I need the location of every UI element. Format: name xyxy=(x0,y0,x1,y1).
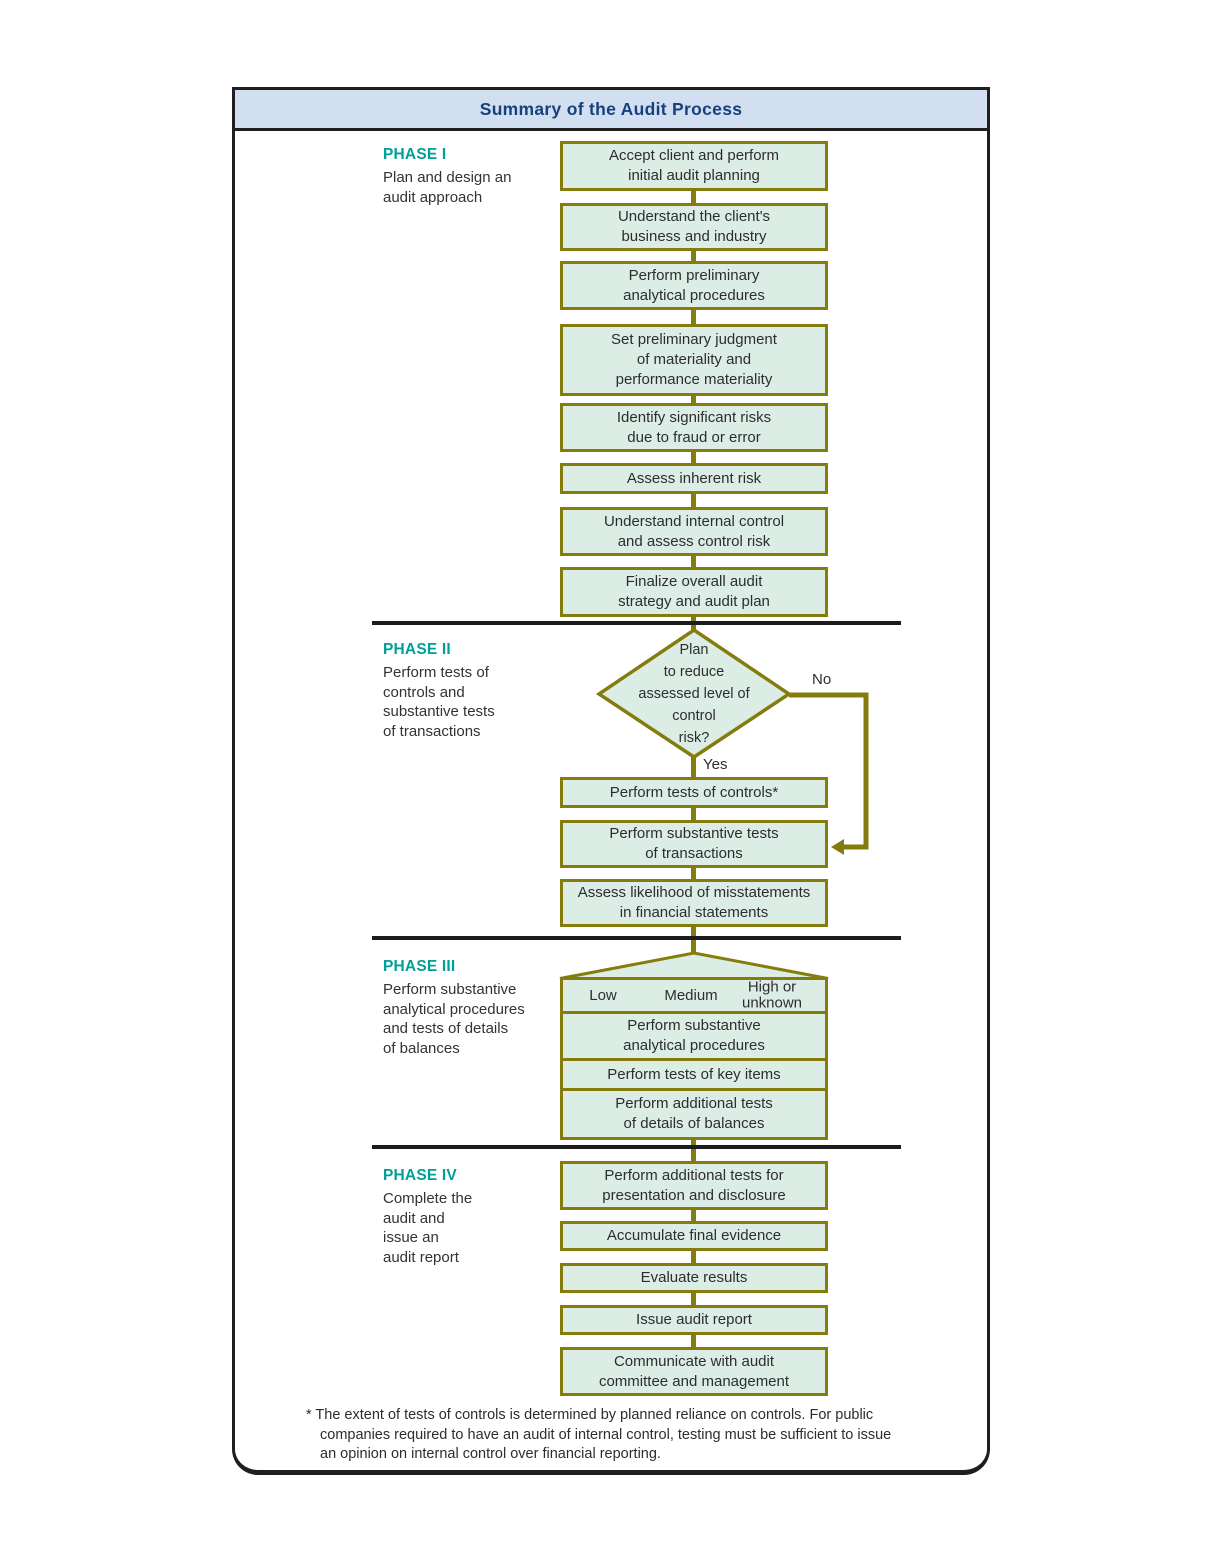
step-accept-client: Accept client and perform initial audit … xyxy=(560,141,828,191)
step-understand-internal-control: Understand internal control and assess c… xyxy=(560,507,828,556)
step-additional-tests-balances: Perform additional tests of details of b… xyxy=(560,1088,828,1140)
risk-level-low: Low xyxy=(589,986,617,1004)
step-assess-inherent-risk: Assess inherent risk xyxy=(560,463,828,494)
step-finalize-strategy: Finalize overall audit strategy and audi… xyxy=(560,567,828,617)
connector xyxy=(691,1207,696,1224)
figure-title: Summary of the Audit Process xyxy=(479,98,743,119)
decision-question: Plan to reduce assessed level of control… xyxy=(638,642,750,746)
figure-header: Summary of the Audit Process xyxy=(232,87,990,131)
connector xyxy=(691,307,696,327)
step-assess-misstatements: Assess likelihood of misstatements in fi… xyxy=(560,879,828,927)
phase-1-label-block: PHASE I Plan and design an audit approac… xyxy=(383,146,553,207)
phase-divider xyxy=(372,936,901,940)
step-preliminary-analytical: Perform preliminary analytical procedure… xyxy=(560,261,828,310)
connector xyxy=(691,1290,696,1308)
step-presentation-disclosure: Perform additional tests for presentatio… xyxy=(560,1161,828,1210)
step-understand-business: Understand the client's business and ind… xyxy=(560,203,828,251)
connector xyxy=(691,924,696,957)
risk-level-high-unknown: High or unknown xyxy=(741,978,803,1012)
no-branch-label: No xyxy=(812,671,832,688)
phase-4-description: Complete the audit and issue an audit re… xyxy=(383,1190,473,1266)
step-substantive-analytical: Perform substantive analytical procedure… xyxy=(560,1011,828,1061)
connector xyxy=(691,188,696,206)
decision-diamond xyxy=(595,627,793,760)
phase-3-description: Perform substantive analytical procedure… xyxy=(383,981,525,1057)
phase-3-label-block: PHASE III Perform substantive analytical… xyxy=(383,958,553,1058)
step-communicate-committee: Communicate with audit committee and man… xyxy=(560,1347,828,1396)
step-set-materiality: Set preliminary judgment of materiality … xyxy=(560,324,828,396)
risk-roof-shape xyxy=(559,951,829,980)
step-issue-report: Issue audit report xyxy=(560,1305,828,1335)
step-tests-of-controls: Perform tests of controls* xyxy=(560,777,828,808)
connector xyxy=(691,553,696,570)
risk-level-row: Low Medium High or unknown xyxy=(560,977,828,1014)
step-identify-risks: Identify significant risks due to fraud … xyxy=(560,403,828,452)
phase-divider xyxy=(372,1145,901,1149)
phase-4-label-block: PHASE IV Complete the audit and issue an… xyxy=(383,1167,553,1267)
connector xyxy=(691,449,696,466)
yes-branch-label: Yes xyxy=(703,756,728,773)
footnote: * The extent of tests of controls is det… xyxy=(306,1407,892,1462)
connector-yes xyxy=(691,752,696,780)
phase-1-description: Plan and design an audit approach xyxy=(383,169,512,206)
step-substantive-tests-transactions: Perform substantive tests of transaction… xyxy=(560,820,828,868)
step-evaluate-results: Evaluate results xyxy=(560,1263,828,1293)
phase-2-label-block: PHASE II Perform tests of controls and s… xyxy=(383,641,553,741)
step-tests-key-items: Perform tests of key items xyxy=(560,1058,828,1091)
connector xyxy=(691,393,696,406)
phase-3-title: PHASE III xyxy=(383,958,456,975)
phase-2-title: PHASE II xyxy=(383,641,451,658)
phase-divider xyxy=(372,621,901,625)
connector xyxy=(691,248,696,264)
phase-1-title: PHASE I xyxy=(383,146,447,163)
phase-2-description: Perform tests of controls and substantiv… xyxy=(383,664,495,740)
connector xyxy=(691,491,696,510)
step-accumulate-evidence: Accumulate final evidence xyxy=(560,1221,828,1251)
connector xyxy=(691,865,696,882)
no-branch-line xyxy=(789,692,869,850)
phase-4-title: PHASE IV xyxy=(383,1167,457,1184)
connector xyxy=(691,1134,696,1164)
connector xyxy=(691,1248,696,1266)
connector xyxy=(691,805,696,823)
connector xyxy=(691,1332,696,1350)
risk-level-medium: Medium xyxy=(664,986,718,1004)
arrowhead-icon xyxy=(831,839,844,855)
